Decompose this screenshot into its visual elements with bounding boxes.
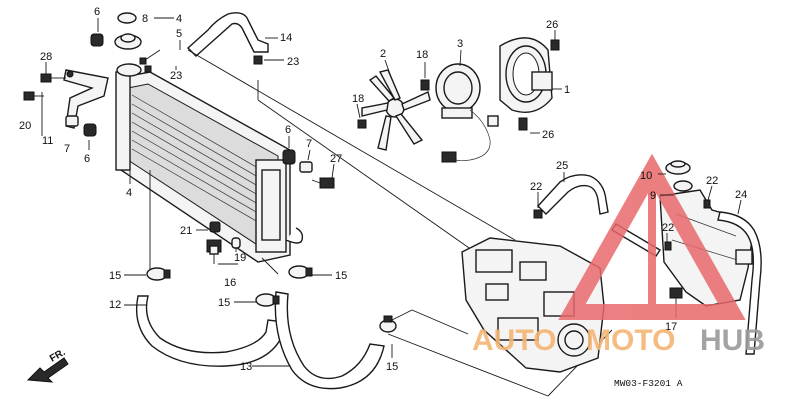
callout-2: 2 xyxy=(380,48,386,60)
watermark-hub: HUB xyxy=(700,324,765,357)
fan-nut-left xyxy=(357,119,367,129)
lower-hose-left xyxy=(135,295,285,367)
callout-26-bottom: 26 xyxy=(542,129,554,141)
callout-7-right: 7 xyxy=(306,138,312,150)
callout-21: 21 xyxy=(180,225,192,237)
tank-clip-right xyxy=(703,199,711,209)
callout-10: 10 xyxy=(640,170,652,182)
callout-27: 27 xyxy=(330,153,342,165)
watermark-text: AUTO MOTO HUB xyxy=(472,324,765,357)
callout-5: 5 xyxy=(176,28,182,40)
callout-6-left: 6 xyxy=(84,153,90,165)
fan-nut-right xyxy=(420,79,430,91)
callout-17: 17 xyxy=(665,321,677,333)
fan-shroud xyxy=(499,37,560,131)
overflow-hose xyxy=(717,211,762,355)
upper-small-hose xyxy=(186,12,269,57)
callout-11: 11 xyxy=(42,135,53,147)
right-radiator-hardware xyxy=(282,149,335,189)
routing-leaders xyxy=(149,49,613,397)
lower-hose-middle xyxy=(274,291,385,390)
callout-4-cap: 4 xyxy=(176,13,182,25)
callout-15-middle: 15 xyxy=(218,297,230,309)
callout-7-left: 7 xyxy=(64,143,70,155)
callout-19: 19 xyxy=(234,252,246,264)
reserve-tank-cap xyxy=(665,160,693,192)
callout-28: 28 xyxy=(40,51,52,63)
fan-motor xyxy=(435,63,499,163)
callout-22-left: 22 xyxy=(530,181,542,193)
watermark-moto: MOTO xyxy=(586,324,675,357)
callout-20: 20 xyxy=(19,120,31,132)
callout-12: 12 xyxy=(109,299,121,311)
callout-16: 16 xyxy=(224,277,236,289)
callout-22-tank: 22 xyxy=(662,222,674,234)
callout-15-right: 15 xyxy=(335,270,347,282)
callout-1: 1 xyxy=(564,84,570,96)
mounting-bracket xyxy=(63,69,109,129)
callout-14: 14 xyxy=(280,32,292,44)
tank-clip-left xyxy=(664,241,672,251)
diagram-code: MW03-F3201 A xyxy=(614,378,683,389)
callout-6-top: 6 xyxy=(94,6,100,18)
callout-18-left: 18 xyxy=(352,93,364,105)
callout-8: 8 xyxy=(142,13,148,25)
callout-15-bottom: 15 xyxy=(386,361,398,373)
callout-22-right: 22 xyxy=(706,175,718,187)
watermark-logo xyxy=(558,153,746,320)
callout-3: 3 xyxy=(457,38,463,50)
callout-6-right: 6 xyxy=(285,124,291,136)
callout-24: 24 xyxy=(735,189,747,201)
callout-leaders xyxy=(41,17,742,367)
callout-23-left: 23 xyxy=(170,70,182,82)
hose-clip-top xyxy=(253,55,263,65)
watermark-auto: AUTO xyxy=(472,324,556,357)
front-direction-arrow xyxy=(26,357,69,383)
callout-25: 25 xyxy=(556,160,568,172)
tank-bolt xyxy=(669,287,683,299)
radiator xyxy=(115,63,304,263)
callout-9: 9 xyxy=(650,190,656,202)
callout-26-top: 26 xyxy=(546,19,558,31)
hose-clamps xyxy=(146,265,397,333)
fan-blade xyxy=(361,69,431,151)
callout-13: 13 xyxy=(240,361,252,373)
callout-labels: 1 2 3 4 4 5 6 6 6 7 7 8 9 10 11 12 13 14… xyxy=(19,6,747,373)
left-hardware xyxy=(23,12,161,137)
callout-18-right: 18 xyxy=(416,49,428,61)
callout-4-radiator: 4 xyxy=(126,187,132,199)
callout-15-left: 15 xyxy=(109,270,121,282)
siphon-hose-clip xyxy=(533,209,543,219)
callout-23-right: 23 xyxy=(287,56,299,68)
